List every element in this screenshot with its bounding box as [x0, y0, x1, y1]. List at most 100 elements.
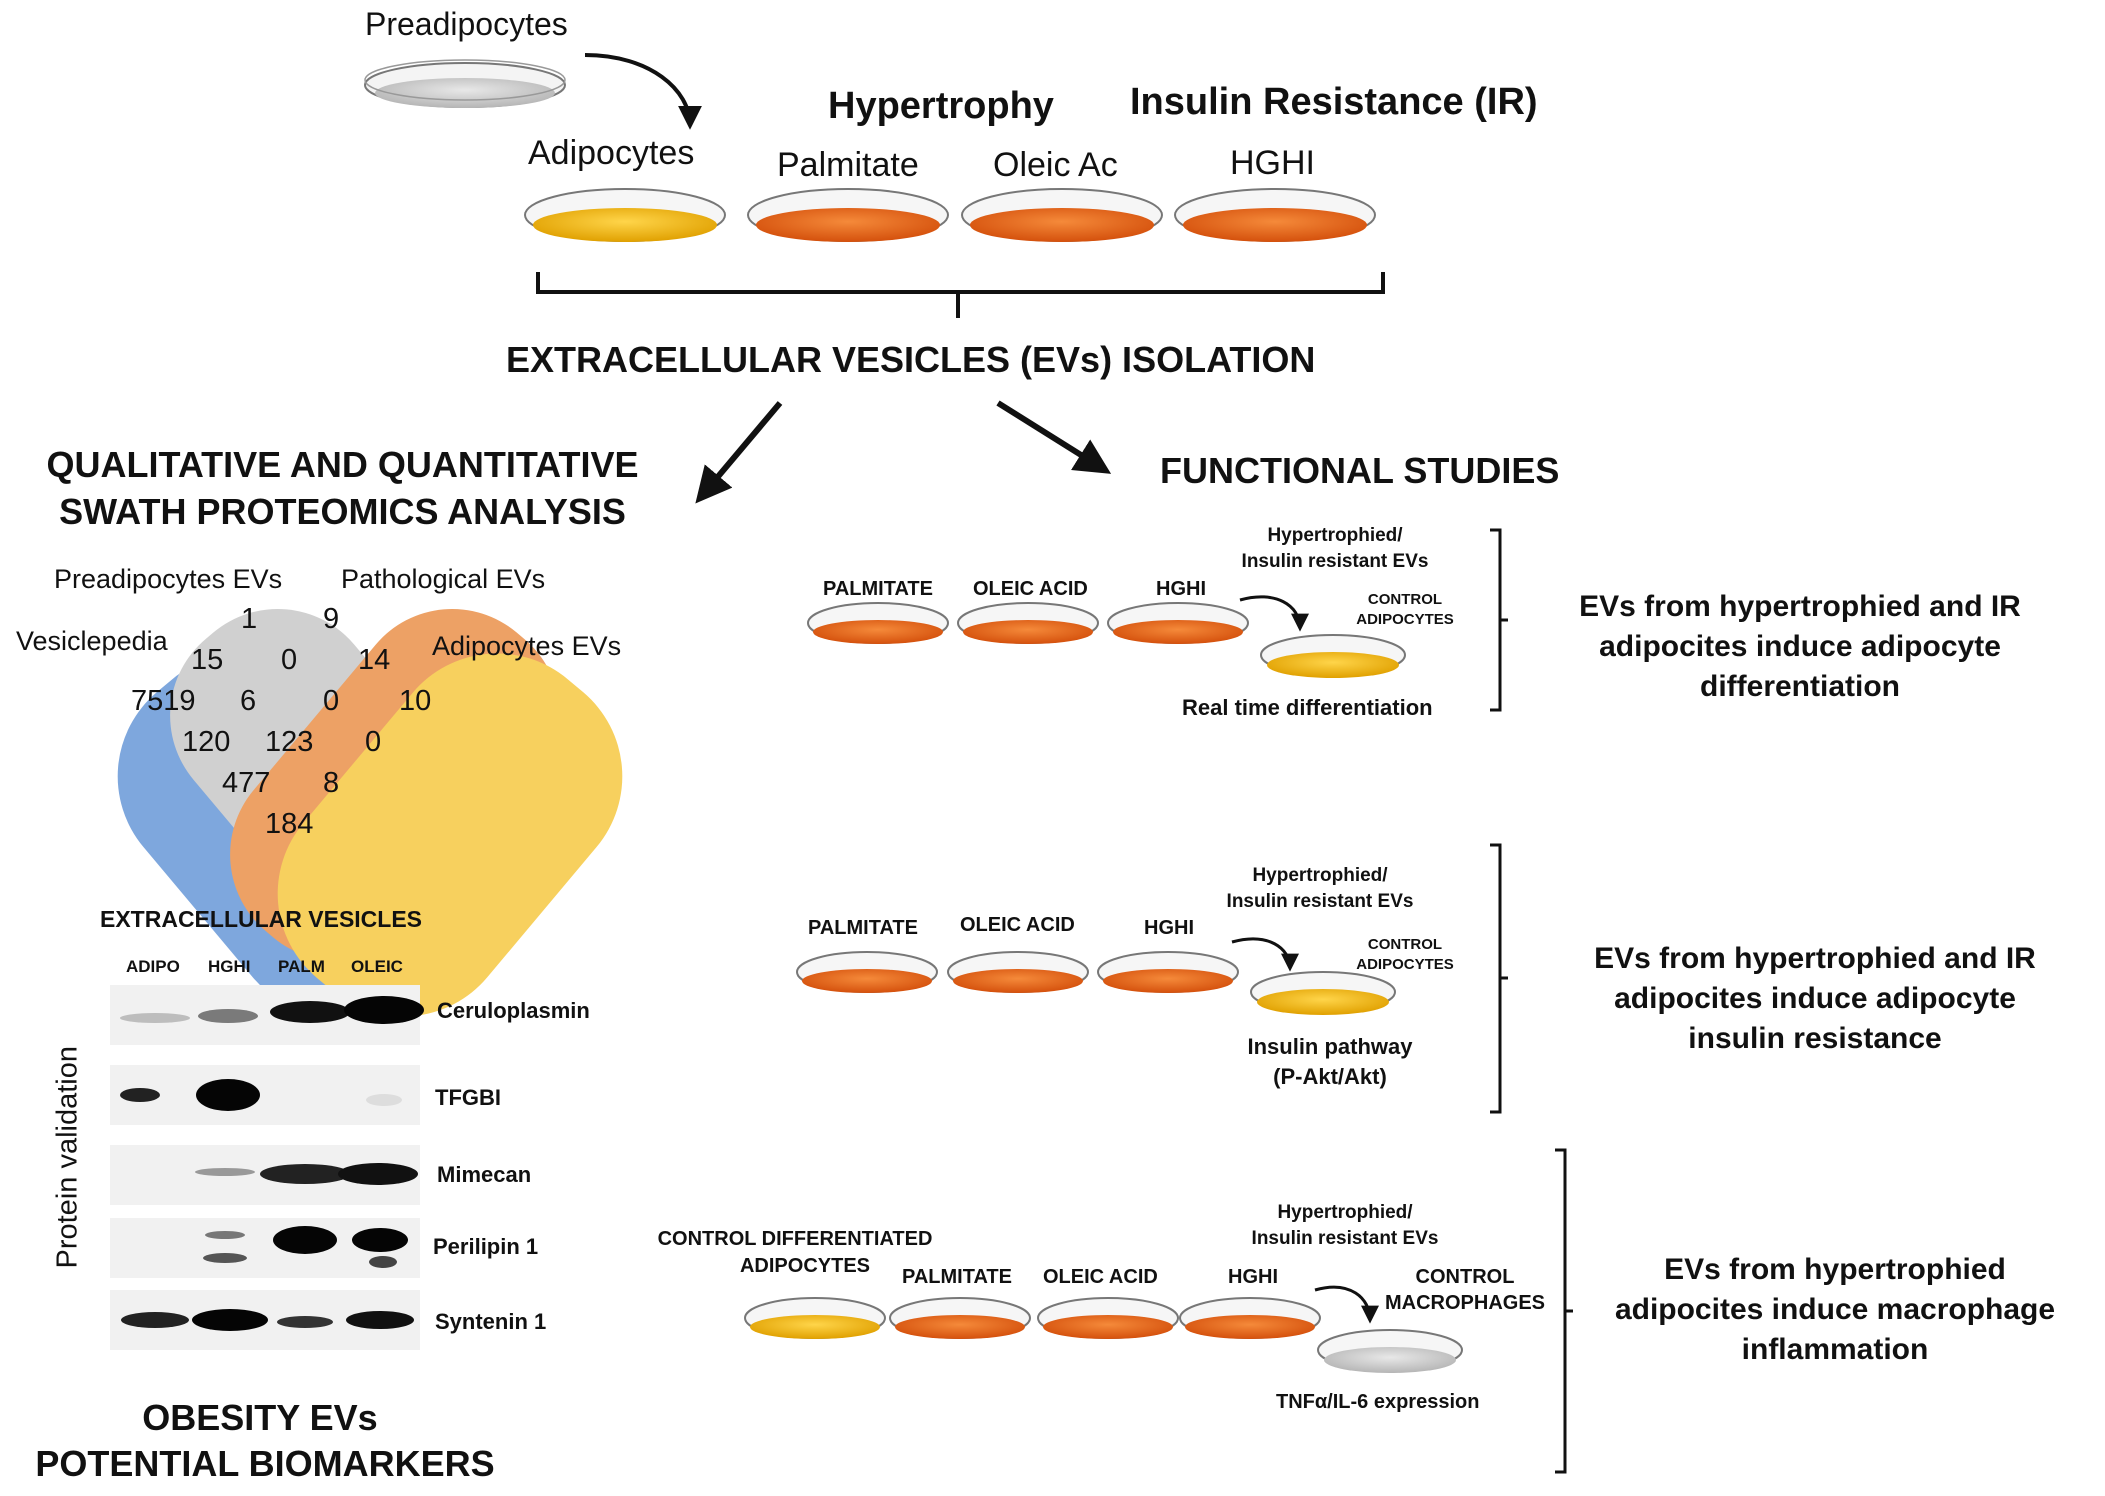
adipocytes-label: Adipocytes: [528, 134, 695, 172]
study3-brace: [1555, 1148, 1573, 1474]
lane-label: OLEIC: [351, 957, 403, 976]
venn-value: 0: [365, 726, 382, 758]
study2-result-line2: adipocites induce adipocyte: [1614, 982, 2016, 1015]
venn-value: 8: [323, 767, 340, 799]
differentiation-arrow: [584, 53, 702, 130]
venn-value: 14: [358, 644, 391, 676]
protein-label: Perilipin 1: [433, 1234, 539, 1259]
target-label-line1: CONTROL: [1415, 1266, 1515, 1288]
plate-label: PALMITATE: [808, 917, 918, 939]
study2-readout-line1: Insulin pathway: [1247, 1034, 1413, 1059]
insulin-resistance-label: Insulin Resistance (IR): [1130, 81, 1538, 123]
venn-value: 10: [399, 685, 432, 717]
venn-value: 120: [182, 726, 231, 758]
evs-label-line2: Insulin resistant EVs: [1226, 891, 1414, 912]
proteomics-title-line1: QUALITATIVE AND QUANTITATIVE: [46, 444, 639, 485]
evs-label-line2: Insulin resistant EVs: [1251, 1228, 1439, 1249]
venn-value: 0: [281, 644, 298, 676]
plate-label: OLEIC ACID: [973, 578, 1088, 600]
control-label-line2: ADIPOCYTES: [739, 1255, 871, 1277]
study3-result-line3: inflammation: [1741, 1333, 1929, 1366]
venn-diagram: [117, 609, 623, 1017]
study1-brace: [1490, 528, 1508, 712]
venn-set-adipocytes: [277, 653, 623, 1017]
study2-dishes: [796, 951, 1396, 1015]
biomarkers-line2: POTENTIAL BIOMARKERS: [35, 1443, 495, 1484]
study1-readout: Real time differentiation: [1182, 695, 1433, 720]
venn-value: 184: [265, 808, 314, 840]
venn-value: 0: [323, 685, 340, 717]
protein-label: Ceruloplasmin: [437, 998, 590, 1023]
venn-value: 123: [265, 726, 314, 758]
venn-label-pathological: Pathological EVs: [341, 564, 546, 594]
target-label-line1: CONTROL: [1367, 591, 1443, 608]
study1-result-line3: differentiation: [1700, 670, 1900, 703]
evs-label-line2: Insulin resistant EVs: [1241, 551, 1429, 572]
venn-label-adipocytes: Adipocytes EVs: [432, 631, 622, 661]
hypertrophy-label: Hypertrophy: [828, 85, 1054, 127]
venn-value: 15: [191, 644, 224, 676]
target-label-line2: MACROPHAGES: [1384, 1292, 1545, 1314]
blot-title: EXTRACELLULAR VESICLES: [100, 906, 423, 932]
hghi-dish: [1174, 188, 1376, 242]
target-label-line1: CONTROL: [1367, 936, 1443, 953]
preadipocyte-dish: [364, 59, 566, 108]
plate-label: OLEIC ACID: [960, 914, 1075, 936]
venn-value: 477: [222, 767, 271, 799]
oleic-dish: [961, 188, 1163, 242]
study1-result-line1: EVs from hypertrophied and IR: [1579, 590, 2021, 623]
plate-label: HGHI: [1228, 1266, 1278, 1288]
plate-label: HGHI: [1144, 917, 1194, 939]
study2-readout-line2: (P-Akt/Akt): [1273, 1064, 1387, 1089]
study3-result-line1: EVs from hypertrophied: [1664, 1253, 2006, 1286]
evs-label-line1: Hypertrophied/: [1277, 1202, 1413, 1223]
venn-value: 6: [240, 685, 257, 717]
venn-value: 7519: [131, 685, 196, 717]
lane-label: ADIPO: [126, 957, 180, 976]
study1-transfer-arrow: [1239, 595, 1309, 632]
control-label-line1: CONTROL DIFFERENTIATED: [657, 1228, 933, 1250]
venn-label-vesiclepedia: Vesiclepedia: [16, 626, 168, 656]
lane-label: PALM: [278, 957, 325, 976]
plate-label: PALMITATE: [823, 578, 933, 600]
protein-validation-label: Protein validation: [51, 1046, 84, 1269]
study2-brace: [1490, 843, 1508, 1114]
venn-value: 1: [241, 603, 258, 635]
venn-value: 9: [323, 603, 340, 635]
study1-dishes: [807, 602, 1406, 678]
venn-label-preadipocytes: Preadipocytes EVs: [54, 564, 283, 594]
oleic-label: Oleic Ac: [993, 146, 1118, 184]
isolation-title: EXTRACELLULAR VESICLES (EVs) ISOLATION: [506, 339, 1316, 380]
functional-title: FUNCTIONAL STUDIES: [1160, 450, 1560, 491]
evs-label-line1: Hypertrophied/: [1267, 525, 1403, 546]
preadipocytes-label: Preadipocytes: [365, 6, 568, 42]
biomarkers-line1: OBESITY EVs: [142, 1397, 378, 1438]
target-label-line2: ADIPOCYTES: [1356, 956, 1454, 973]
protein-label: Syntenin 1: [435, 1309, 547, 1334]
study2-result-line3: insulin resistance: [1688, 1022, 1942, 1055]
study2-transfer-arrow: [1231, 937, 1299, 972]
plate-label: PALMITATE: [902, 1266, 1012, 1288]
palmitate-dish: [747, 188, 949, 242]
western-blot: [110, 985, 424, 1350]
isolation-bracket: [536, 272, 1385, 318]
target-label-line2: ADIPOCYTES: [1356, 611, 1454, 628]
proteomics-title-line2: SWATH PROTEOMICS ANALYSIS: [59, 491, 626, 532]
study3-result-line2: adipocites induce macrophage: [1614, 1293, 2056, 1326]
study1-result-line2: adipocites induce adipocyte: [1599, 630, 2001, 663]
plate-label: HGHI: [1156, 578, 1206, 600]
study3-readout: TNFα/IL-6 expression: [1276, 1391, 1480, 1413]
adipocyte-dish: [524, 188, 726, 242]
protein-label: TFGBI: [435, 1085, 501, 1110]
study3-transfer-arrow: [1314, 1285, 1379, 1324]
palmitate-label: Palmitate: [777, 146, 919, 184]
study2-result-line1: EVs from hypertrophied and IR: [1594, 942, 2036, 975]
protein-label: Mimecan: [437, 1162, 532, 1187]
blot-tfgbi: [110, 1065, 420, 1125]
evs-label-line1: Hypertrophied/: [1252, 865, 1388, 886]
plate-label: OLEIC ACID: [1043, 1266, 1158, 1288]
hghi-label: HGHI: [1230, 144, 1315, 182]
study3-dishes: [744, 1297, 1463, 1373]
lane-label: HGHI: [208, 957, 251, 976]
